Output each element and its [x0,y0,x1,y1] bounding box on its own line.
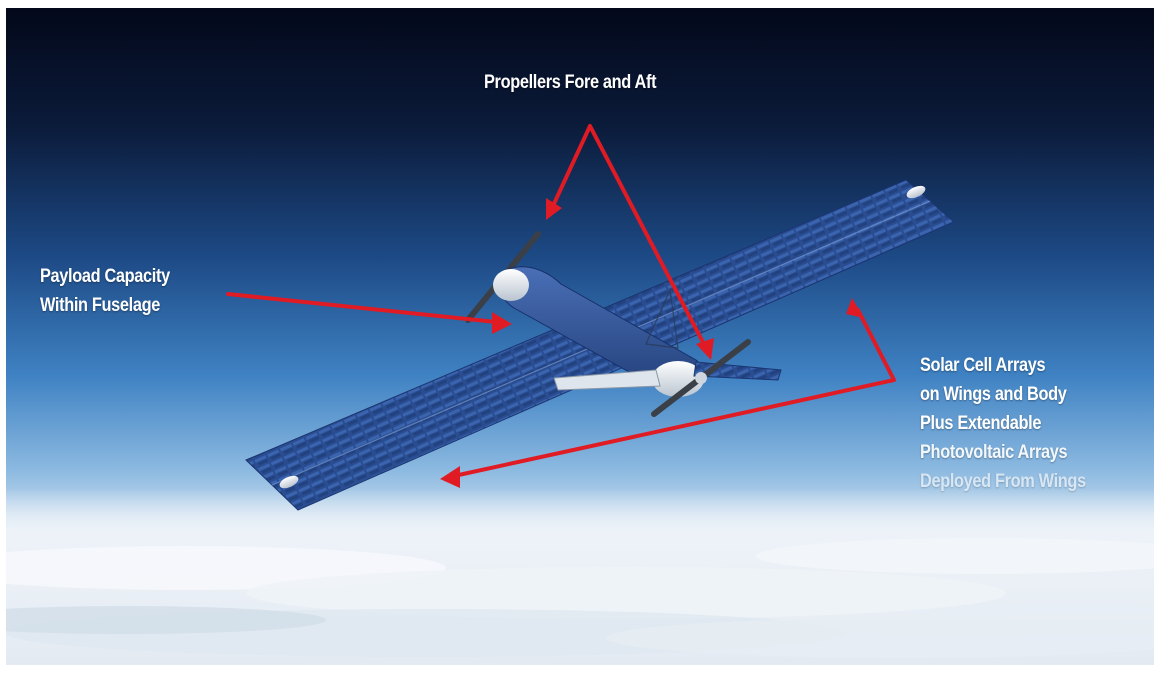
solar-label-line-1: Solar Cell Arrays [920,355,1046,376]
solar-arrow-head-bottom [440,466,460,488]
solar-label-line-4: Photovoltaic Arrays [920,442,1068,463]
propellers-label: Propellers Fore and Aft [484,72,657,93]
solar-label-line-5: Deployed From Wings [920,471,1086,492]
diagram-frame: Propellers Fore and Aft Payload Capacity… [6,8,1154,665]
payload-arrow-head [492,312,512,334]
payload-label-line-2: Within Fuselage [40,295,160,316]
left-wingtip-pod [279,475,299,489]
right-wingtip-pod [906,185,926,199]
solar-arrow-head-top [846,298,864,318]
payload-arrow [226,292,498,324]
solar-aircraft-illustration [6,8,1154,665]
solar-label-line-2: on Wings and Body [920,384,1067,405]
cloud-layer [6,488,1154,665]
payload-label: Payload Capacity Within Fuselage [40,262,170,320]
propeller-arrow-head-left [546,198,562,220]
solar-aircraft [245,179,955,511]
solar-label: Solar Cell Arrays on Wings and Body Plus… [920,351,1086,496]
propeller-arrow-head-right [696,338,714,360]
horizontal-stabilizer [553,369,661,391]
payload-label-line-1: Payload Capacity [40,266,170,287]
tail-fin [645,287,679,349]
callout-arrows [226,124,896,488]
solar-label-line-3: Plus Extendable [920,413,1042,434]
solar-arrow [452,308,896,478]
aft-propeller [651,339,751,417]
propeller-arrow [550,124,708,350]
nose-cone [493,269,529,301]
